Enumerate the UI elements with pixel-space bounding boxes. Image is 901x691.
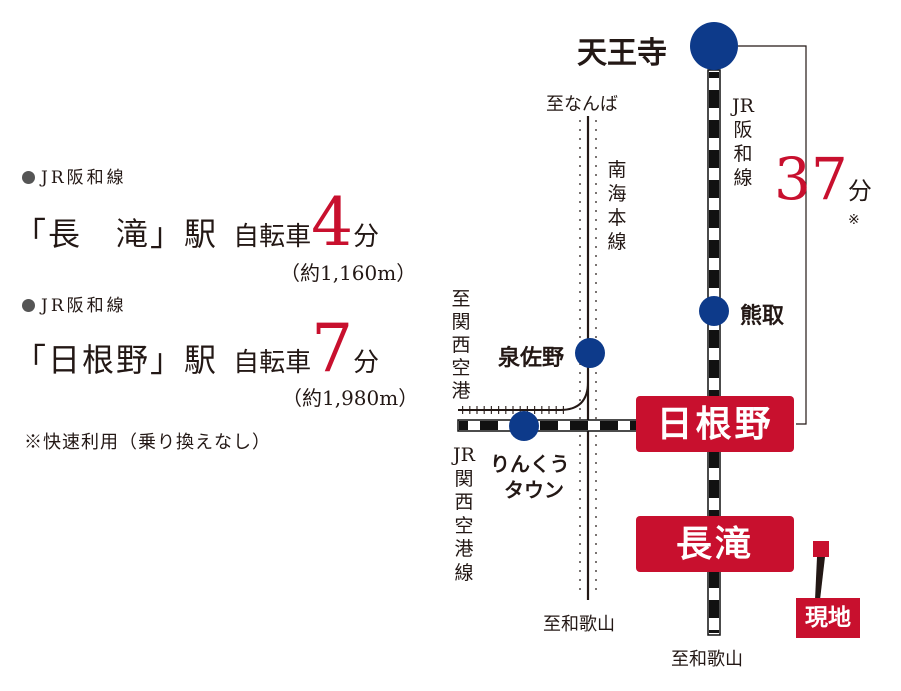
- station-kumatori-marker: [699, 296, 729, 326]
- to-kix-label: 至関西空港: [451, 288, 471, 402]
- jr-hanwa-line-label: JR阪和線: [732, 95, 754, 189]
- station-nagataki-box: [636, 516, 794, 572]
- travel-time: 37分: [774, 150, 872, 208]
- station-kumatori-label: 熊取: [740, 303, 785, 329]
- bicycle-label: 自転車: [233, 348, 312, 378]
- line-name: JR阪和線: [41, 168, 127, 188]
- station-rinku-label-1: りんくう: [490, 452, 570, 476]
- travel-time-bracket: [738, 45, 807, 425]
- to-namba-label: 至なんば: [546, 94, 618, 115]
- site-marker: [796, 541, 860, 638]
- site-label: 現地: [805, 604, 851, 631]
- bullet-icon: [22, 171, 35, 184]
- legend-hineno-row: 「日根野」駅 自転車7分: [14, 316, 379, 382]
- minutes-unit: 分: [353, 222, 380, 252]
- legend-hineno-line: JR阪和線: [22, 291, 127, 316]
- station-nagataki-text: 長滝: [675, 523, 754, 565]
- line-name: JR阪和線: [41, 296, 127, 316]
- jr-kix-line: [457, 419, 639, 432]
- legend-nagataki-line: JR阪和線: [22, 163, 127, 188]
- jr-kix-line-label: JR関西空港線: [453, 444, 475, 584]
- legend-nagataki-row: 「長 滝」駅 自転車4分: [14, 190, 379, 256]
- travel-time-value: 37: [774, 145, 848, 213]
- nankai-line-label: 南海本線: [607, 159, 627, 253]
- station-hineno-box: [636, 396, 794, 452]
- station-tennoji-marker: [690, 22, 738, 70]
- station-hineno-label: 「日根野」駅: [14, 341, 219, 379]
- minutes-value: 4: [311, 184, 354, 261]
- bicycle-label: 自転車: [233, 222, 312, 252]
- to-wakayama-nankai-label: 至和歌山: [543, 614, 615, 635]
- minutes-value: 7: [311, 310, 354, 387]
- legend-nagataki-distance: （約1,160m）: [280, 261, 417, 285]
- station-tennoji-label: 天王寺: [577, 36, 667, 71]
- travel-time-unit: 分: [847, 177, 872, 205]
- minutes-unit: 分: [353, 348, 380, 378]
- legend-hineno-distance: （約1,980m）: [282, 386, 419, 410]
- station-rinku-label-2: タウン: [504, 478, 564, 502]
- station-izumisano-label: 泉佐野: [498, 345, 565, 371]
- to-wakayama-jr-label: 至和歌山: [671, 649, 743, 670]
- footnote: ※快速利用（乗り換えなし）: [24, 432, 271, 453]
- station-izumisano-marker: [575, 338, 605, 368]
- station-rinku-marker: [509, 411, 539, 441]
- station-hineno-text: 日根野: [656, 403, 774, 445]
- travel-time-note: ※: [848, 212, 860, 228]
- station-nagataki-label: 「長 滝」駅: [14, 215, 219, 253]
- nankai-airport-line: [458, 381, 589, 414]
- bullet-icon: [22, 299, 35, 312]
